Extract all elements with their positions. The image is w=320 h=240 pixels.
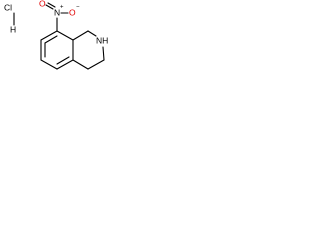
hydrogen-atom: H [10, 24, 16, 34]
nitro-n-o-double-bond-a [45, 4, 54, 10]
aromatic-ring-bond-3 [56, 59, 74, 70]
nitro-oxygen-double-atom: O [39, 0, 46, 8]
aromatic-ring-bond-4 [40, 59, 58, 70]
saturated-ring-bond-4 [87, 59, 105, 70]
saturated-ring-bond-1 [72, 30, 89, 41]
saturated-ring-bond-3 [102, 46, 105, 61]
nitro-nitrogen-atom: N [54, 7, 60, 17]
aromatic-ring-bond-6 [40, 30, 58, 41]
nitro-minus-charge: − [76, 5, 80, 11]
saturated-ring-bond-2 [87, 30, 97, 37]
aromatic-inner-double-bond-1 [44, 35, 58, 44]
nitro-plus-charge: + [60, 5, 64, 11]
amine-nh-atom: NH [96, 35, 108, 45]
chemical-structure-diagram: Cl H N + O O − NH [4, 0, 108, 70]
aromatic-ring-bond-1 [56, 30, 74, 41]
chlorine-atom: Cl [4, 2, 12, 12]
saturated-ring-bond-5 [72, 59, 89, 70]
nitro-n-o-double-bond-b [47, 2, 56, 8]
aromatic-inner-double-bond-3 [56, 56, 70, 65]
nitro-oxygen-single-atom: O [69, 7, 76, 17]
